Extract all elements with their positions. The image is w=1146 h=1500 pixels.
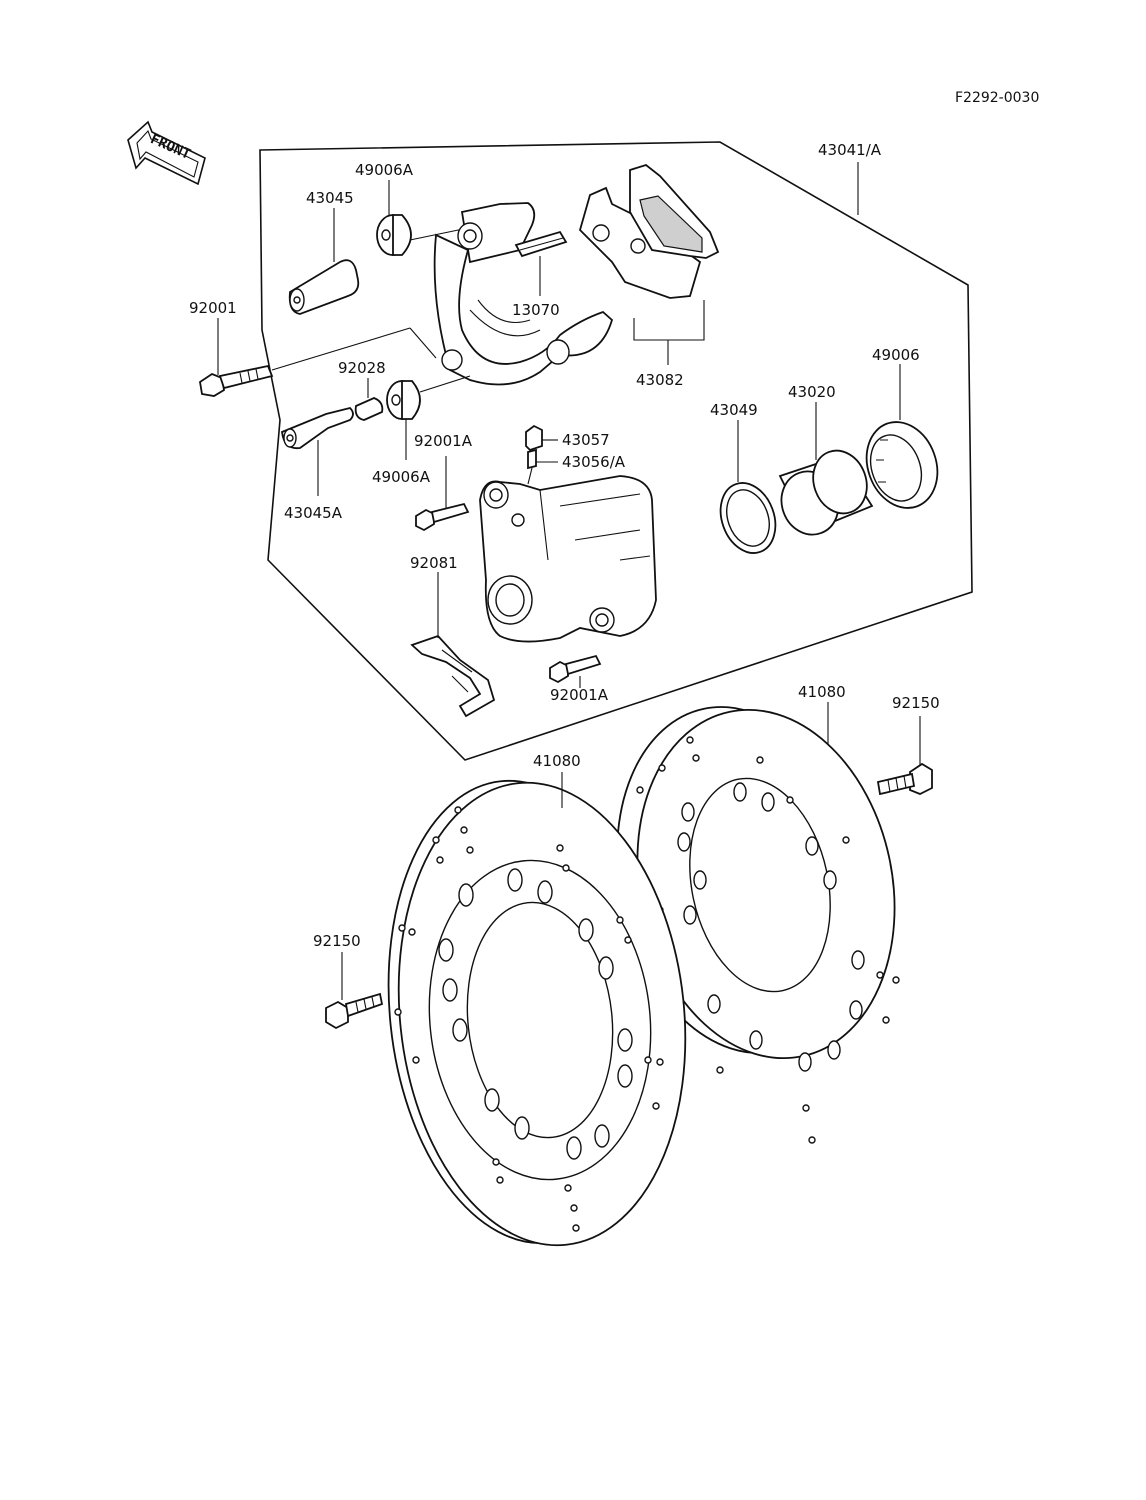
label-49006: 49006 [872,346,920,364]
part-49006a-low-boot [386,380,421,420]
part-92150-right-disc-bolt [876,762,933,796]
label-49006a-top: 49006A [355,161,414,179]
label-43049: 43049 [710,401,758,419]
label-43082: 43082 [636,371,684,389]
label-92150-right: 92150 [892,694,940,712]
part-92028-sleeve [354,397,384,421]
label-92001a-mid: 92001A [414,432,473,450]
guide-line-low [419,375,471,393]
diagram-code: F2292-0030 [955,90,1039,106]
part-13070-pad-spring [514,230,568,258]
front-label: FRONT [148,131,193,163]
label-92028: 92028 [338,359,386,377]
bracket-43082 [633,300,705,341]
label-13070: 13070 [512,301,560,319]
guide-line-92001 [271,327,411,371]
part-43045-pin [288,259,360,315]
part-43082-pad-inner [629,163,720,259]
label-92150-left: 92150 [313,932,361,950]
label-41080-left: 41080 [533,752,581,770]
label-92001a-low: 92001A [550,686,609,704]
part-92081-anti-rattle-clip [410,634,496,718]
part-43020-piston [778,449,874,536]
label-49006a-low: 49006A [372,468,431,486]
label-43020: 43020 [788,383,836,401]
part-92001a-low-bolt [549,654,602,684]
label-43045a: 43045A [284,504,343,522]
part-49006-dust-seal [865,421,939,509]
label-92081: 92081 [410,554,458,572]
label-43057: 43057 [562,431,610,449]
part-92001a-mid-bolt [415,502,470,532]
part-43057-bleeder-cap [525,424,543,452]
part-43045a-pin [281,407,354,450]
guide-line-top [409,227,469,241]
part-43049-piston-seal [719,482,777,554]
part-caliper-body [479,475,657,643]
label-43056a: 43056/A [562,453,626,471]
guide-line-92001-b [409,327,437,359]
label-43041a: 43041/A [818,141,882,159]
caliper-assembly-outline [259,141,973,761]
part-49006a-top-boot [376,214,412,256]
label-92001: 92001 [189,299,237,317]
part-caliper-bracket [433,202,614,386]
label-41080-right: 41080 [798,683,846,701]
part-92001-bolt [199,364,274,397]
part-43056a-bleeder-valve [527,448,537,485]
label-43045: 43045 [306,189,354,207]
front-arrow-icon: FRONT [127,120,206,186]
part-41080-left-brake-disc [387,779,687,1247]
part-92150-left-disc-bolt [325,992,384,1030]
